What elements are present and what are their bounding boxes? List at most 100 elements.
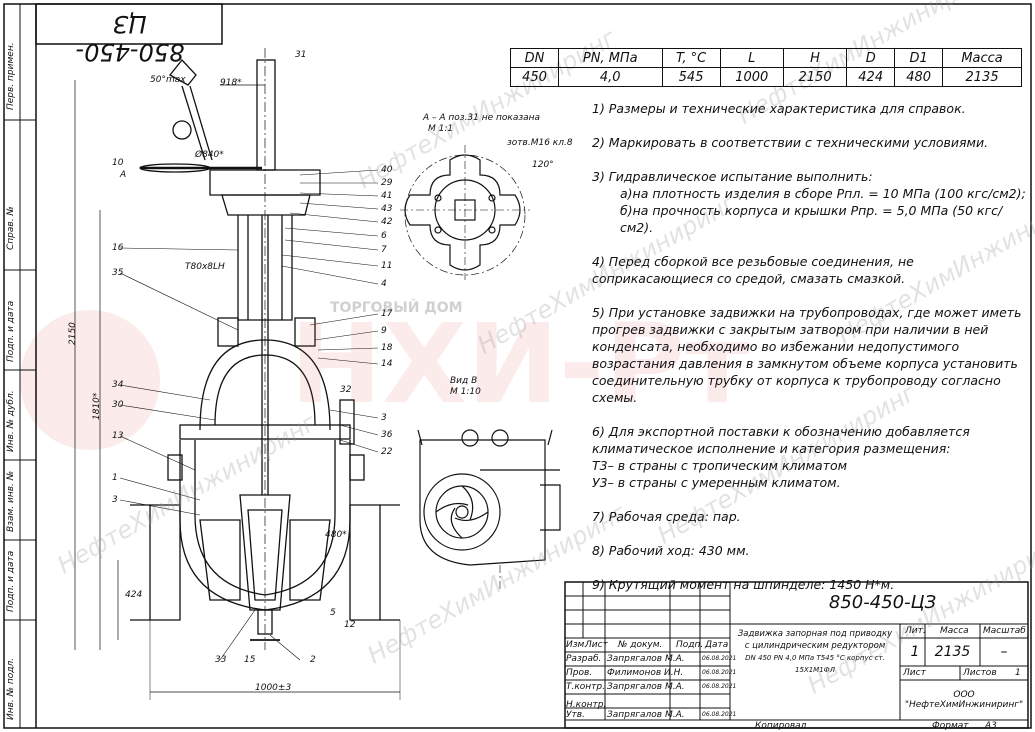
tb-date: 06.08.2021 (702, 655, 737, 662)
pos-number: 32 (340, 385, 352, 395)
note-6b: У3– в страны с умеренным климатом. (592, 475, 841, 490)
doc-code-mirrored: 850-450-ЦЗ (75, 10, 185, 66)
note-7: 7) Рабочая среда: пар. (592, 509, 741, 524)
dim-480: 480* (325, 530, 347, 540)
pos-number: 3 (112, 495, 118, 505)
pos-number: 7 (381, 245, 387, 255)
pos-number: 2 (310, 655, 316, 665)
name-line: Задвижка запорная под приводку (737, 629, 893, 639)
tb-col-header: № докум. (618, 640, 663, 650)
outer-border (3, 3, 1032, 729)
title-designation: 850-450-ЦЗ (828, 592, 937, 613)
note-9: 9) Крутящий момент на шпинделе: 1450 Н*м… (592, 577, 895, 592)
tb-mass-label: Масса (940, 626, 969, 636)
tb-date: 06.08.2021 (702, 711, 737, 718)
dim-120: 120° (532, 160, 554, 170)
spec-header: D (846, 48, 896, 68)
strip-label: Перв. примен. (6, 42, 16, 110)
note-3: 3) Гидравлическое испытание выполнить: (592, 169, 873, 184)
tb-sheets-label: Листов (963, 668, 997, 678)
pos-number: 40 (381, 165, 393, 175)
name-line: с цилиндрическим редуктором (744, 641, 886, 651)
note-3b: б)на прочность корпуса и крышки Рпр. = 5… (620, 203, 1003, 235)
strip-label: Инв. № подл. (6, 657, 16, 720)
dim-50: 50°max (150, 75, 186, 85)
spec-value: 2150 (782, 67, 848, 87)
note-8: 8) Рабочий ход: 430 мм. (592, 543, 750, 558)
spec-value: 480 (894, 67, 944, 87)
note-4: 4) Перед сборкой все резьбовые соединени… (592, 254, 914, 286)
spec-value: 545 (661, 67, 721, 87)
tb-role: Н.контр. (566, 700, 607, 710)
dim-1810: 1810* (92, 392, 102, 420)
tb-date: 06.08.2021 (702, 669, 737, 676)
tb-person: Запрягалов М.А. (607, 654, 685, 664)
tb-date: 06.08.2021 (702, 683, 737, 690)
strip-label: Взам. инв. № (6, 470, 16, 532)
spec-table: DN PN, МПа T, °C L H D D1 Масса 450 4,0 … (510, 48, 1022, 87)
spec-value: 450 (510, 67, 559, 87)
spec-header: D1 (894, 48, 944, 68)
tb-mass-value: 2135 (934, 644, 971, 660)
spec-value: 1000 (719, 67, 784, 87)
pos-number: 34 (112, 380, 124, 390)
dim-2150: 2150 (68, 322, 78, 345)
dim-thread: Т80х8LН (185, 262, 225, 272)
spec-header: T, °C (661, 48, 721, 68)
tb-role: Утв. (566, 710, 585, 720)
tb-format-label: Формат (932, 721, 969, 731)
tb-col-header: Лист (585, 640, 608, 650)
view-b-label: Вид В (450, 376, 478, 386)
pos-number: 15 (244, 655, 256, 665)
tb-scale-label: Масштаб (983, 626, 1026, 636)
spec-header-row: DN PN, МПа T, °C L H D D1 Масса (510, 48, 1022, 68)
dim-1000: 1000±3 (255, 683, 292, 693)
pos-number: 33 (215, 655, 227, 665)
tb-sheets-value: 1 (1015, 668, 1021, 678)
spec-header: PN, МПа (557, 48, 663, 68)
pos-number: 4 (381, 279, 387, 289)
title-product-name: Задвижка запорная под приводку с цилиндр… (730, 628, 900, 676)
background-watermark (20, 310, 160, 450)
note-2: 2) Маркировать в соответствии с техничес… (592, 135, 989, 150)
spec-value: 4,0 (557, 67, 663, 87)
pos-number: 29 (381, 178, 393, 188)
pos-number: 31 (295, 50, 307, 60)
pos-number: 10 (112, 158, 124, 168)
name-line: DN 450 PN 4,0 МПа Т545 °С корпус ст. 15Х… (745, 654, 885, 674)
technical-notes: 1) Размеры и технические характеристика … (592, 100, 1032, 600)
dim-918: 918* (220, 78, 242, 88)
spec-header: DN (510, 48, 559, 68)
tb-person: Филимонов И.Н. (607, 668, 684, 678)
tb-person: Запрягалов М.А. (607, 682, 685, 692)
tb-role: Разраб. (566, 654, 602, 664)
tb-copied: Копировал (755, 721, 807, 731)
pos-number: 41 (381, 191, 393, 201)
pos-number: 5 (330, 608, 336, 618)
tb-format-value: А3 (985, 721, 997, 731)
pos-number: 6 (381, 231, 387, 241)
tb-role: Пров. (566, 668, 593, 678)
tb-lit-label: Лит. (905, 626, 926, 636)
pos-number: 13 (112, 431, 124, 441)
pos-number: 1 (112, 473, 118, 483)
spec-value-row: 450 4,0 545 1000 2150 424 480 2135 (510, 67, 1022, 87)
tb-col-header: Дата (705, 640, 729, 650)
tb-company: ООО "НефтеХимИнжиниринг" (904, 690, 1024, 710)
pos-number: 22 (381, 447, 393, 457)
spec-header: H (782, 48, 848, 68)
note-3a: а)на плотность изделия в сборе Рпл. = 10… (620, 186, 1026, 201)
pos-number: 16 (112, 243, 124, 253)
view-b (417, 429, 561, 590)
pos-number: 9 (381, 326, 387, 336)
spec-header: Масса (942, 48, 1022, 68)
pos-number: 18 (381, 343, 393, 353)
tb-scale-value: – (1000, 644, 1008, 660)
title-block-grid (564, 581, 1029, 729)
spec-value: 424 (846, 67, 896, 87)
section-aa-label: А – А поз.31 не показана (423, 113, 541, 123)
note-1: 1) Размеры и технические характеристика … (592, 101, 966, 116)
tb-col-header: Изм. (566, 640, 588, 650)
section-aa-scale: М 1:1 (428, 124, 454, 134)
